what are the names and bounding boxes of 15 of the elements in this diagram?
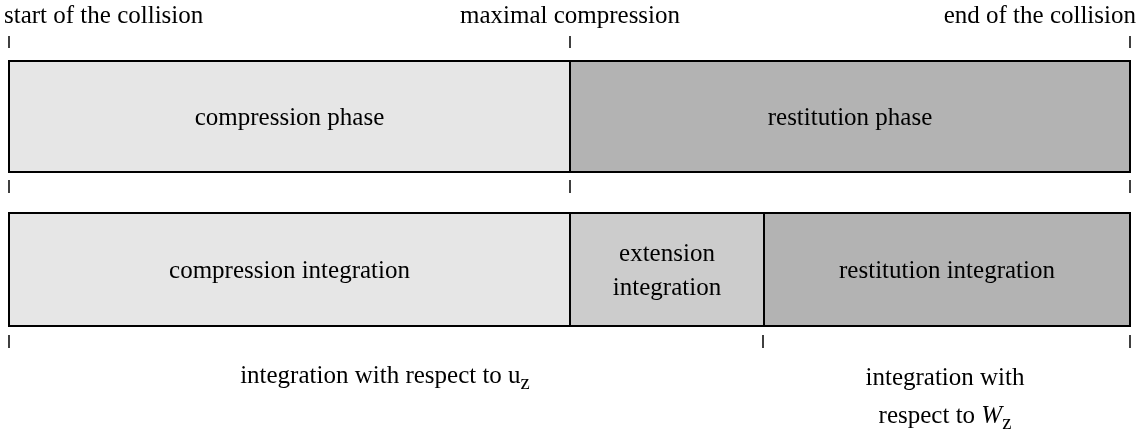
timeline-label: start of the collision [4,0,204,30]
phase-box [8,212,571,327]
phase-box [8,60,571,173]
phase-box [763,212,1131,327]
box-label: restitution phase [766,101,934,132]
timeline-label: integration with respect to u$_{z}$ [240,360,530,396]
box-label: restitution integration [838,254,1056,285]
timeline-label: maximal compression [459,0,681,30]
phase-box [569,212,765,327]
box-label: extension integration [611,237,723,302]
timeline-label: end of the collision [943,0,1136,30]
box-label: compression phase [193,101,386,132]
timeline-label: integration with respect to W$_{z}$ [864,362,1026,432]
box-label: compression integration [168,254,411,285]
phase-box [569,60,1131,173]
